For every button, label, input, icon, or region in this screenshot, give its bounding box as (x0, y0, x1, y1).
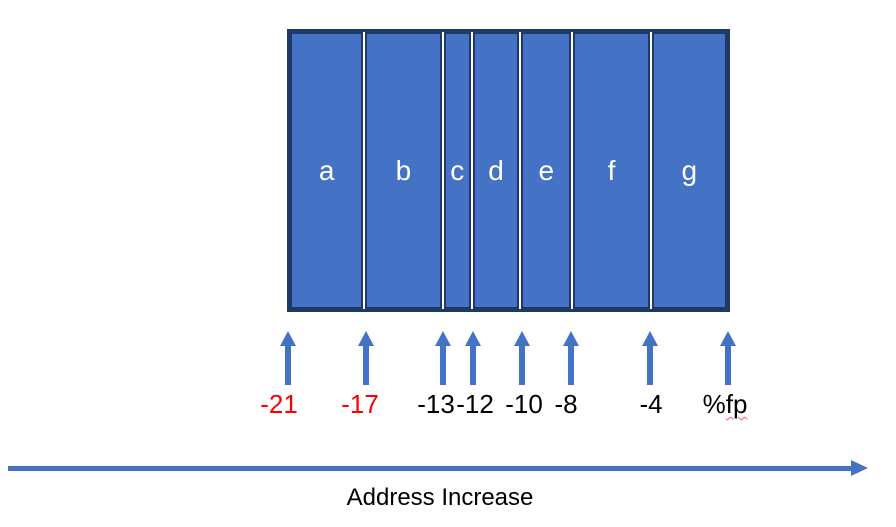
offset-label: -12 (456, 389, 494, 419)
offset-up-arrow-icon (358, 331, 374, 385)
frame-segment-c: c (443, 32, 471, 309)
segment-label: c (450, 154, 465, 186)
offset-up-arrow-icon (642, 331, 658, 385)
offset-up-arrow-icon (514, 331, 530, 385)
frame-segment-e: e (521, 32, 572, 309)
segment-label: e (538, 154, 555, 186)
frame-segment-a: a (290, 32, 364, 309)
frame-segment-b: b (365, 32, 442, 309)
offset-label: %fp (702, 389, 748, 419)
offset-up-arrow-icon (563, 331, 579, 385)
offset-up-arrow-icon (720, 331, 736, 385)
segment-label: d (488, 154, 504, 186)
frame-segment-d: d (472, 32, 520, 309)
offset-up-arrow-icon (280, 331, 296, 385)
offset-label: -17 (341, 389, 379, 419)
offset-label: -8 (554, 389, 578, 419)
offset-label: -10 (505, 389, 543, 419)
frame-segment-f: f (573, 32, 650, 309)
segment-label: a (318, 154, 335, 186)
offset-label: -13 (417, 389, 455, 419)
offset-up-arrow-icon (435, 331, 451, 385)
offset-up-arrow-icon (465, 331, 481, 385)
address-axis-line (8, 466, 853, 471)
segment-label: g (681, 154, 698, 186)
address-axis-arrowhead-icon (851, 460, 868, 476)
address-axis-label: Address Increase (346, 484, 534, 511)
offset-label: -4 (639, 389, 663, 419)
segment-label: b (395, 154, 412, 186)
offset-label: -21 (260, 389, 298, 419)
segment-label: f (607, 154, 616, 186)
frame-segment-g: g (651, 32, 727, 309)
